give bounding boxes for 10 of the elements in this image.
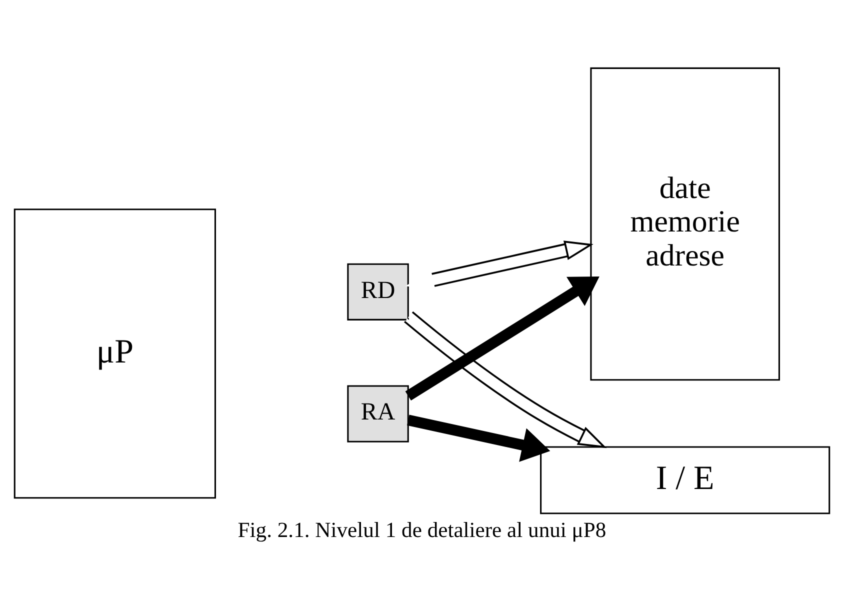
caption: Fig. 2.1. Nivelul 1 de detaliere al unui μP8 [238, 517, 606, 542]
node-box: RD [347, 262, 409, 320]
arrow [405, 276, 600, 400]
arrow [405, 240, 594, 290]
node-box: date memorie adrese [590, 66, 780, 380]
node-box: I / E [540, 446, 830, 514]
arrow [407, 414, 550, 462]
arrow [404, 310, 607, 448]
node-box: RA [347, 384, 409, 442]
node-box: μP [14, 208, 216, 498]
